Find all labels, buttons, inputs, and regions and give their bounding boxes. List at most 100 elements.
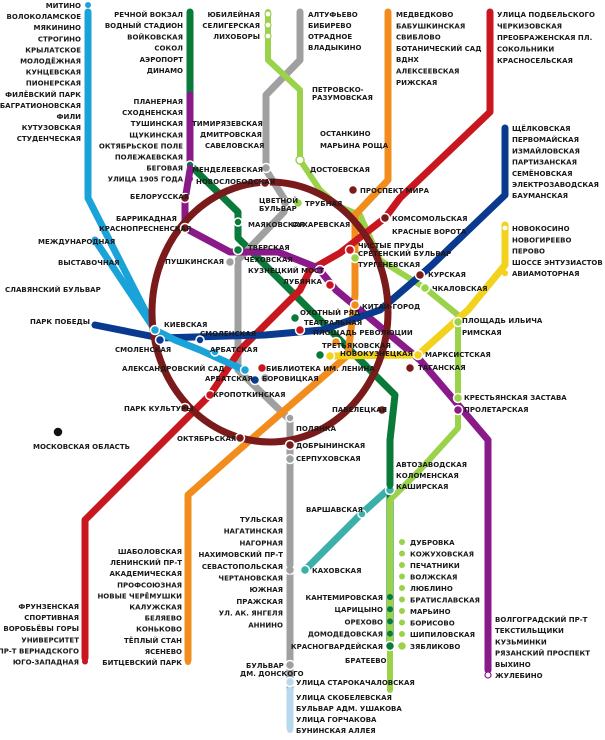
- station-dot[interactable]: [387, 461, 393, 467]
- station-dot[interactable]: [233, 217, 243, 227]
- station-dot[interactable]: [502, 181, 508, 187]
- station-dot[interactable]: [185, 614, 191, 621]
- station-dot[interactable]: [404, 362, 416, 374]
- station-dot[interactable]: [210, 347, 220, 357]
- station-dot[interactable]: [239, 364, 251, 376]
- station-dot[interactable]: [502, 136, 508, 143]
- station-dot[interactable]: [485, 649, 491, 656]
- station-dot[interactable]: [187, 33, 193, 40]
- station-dot[interactable]: [179, 222, 191, 234]
- station-dot[interactable]: [487, 11, 493, 17]
- station-dot[interactable]: [399, 562, 405, 568]
- station-dot[interactable]: [502, 236, 508, 243]
- station-dot[interactable]: [399, 539, 405, 545]
- station-dot[interactable]: [185, 592, 191, 599]
- station-dot[interactable]: [187, 55, 193, 62]
- station-dot[interactable]: [264, 10, 272, 18]
- station-dot[interactable]: [85, 90, 91, 97]
- station-dot[interactable]: [224, 256, 236, 268]
- station-dot[interactable]: [256, 362, 268, 374]
- station-dot[interactable]: [485, 660, 491, 667]
- station-dot[interactable]: [502, 158, 508, 165]
- station-dot[interactable]: [187, 164, 193, 171]
- station-dot[interactable]: [287, 597, 293, 604]
- station-dot[interactable]: [487, 57, 493, 63]
- station-dot[interactable]: [502, 147, 508, 154]
- station-dot[interactable]: [324, 279, 336, 291]
- station-dot[interactable]: [502, 270, 508, 277]
- station-dot[interactable]: [399, 631, 405, 637]
- station-dot[interactable]: [85, 135, 91, 142]
- station-dot[interactable]: [376, 404, 388, 416]
- station-dot[interactable]: [287, 609, 293, 616]
- station-dot[interactable]: [387, 594, 393, 600]
- station-dot[interactable]: [487, 34, 493, 40]
- station-dot[interactable]: [344, 244, 356, 256]
- station-dot[interactable]: [485, 638, 491, 645]
- station-dot[interactable]: [154, 334, 166, 346]
- station-dot[interactable]: [387, 606, 393, 613]
- station-dot[interactable]: [187, 22, 193, 29]
- station-dot[interactable]: [259, 177, 271, 189]
- station-dot[interactable]: [414, 269, 426, 281]
- station-dot[interactable]: [232, 244, 244, 256]
- station-dot[interactable]: [185, 647, 191, 654]
- station-dot[interactable]: [294, 324, 306, 336]
- station-dot[interactable]: [452, 316, 464, 328]
- station-dot[interactable]: [297, 44, 303, 50]
- station-dot[interactable]: [259, 372, 271, 384]
- station-dot[interactable]: [179, 192, 191, 204]
- station-dot[interactable]: [85, 113, 91, 119]
- station-dot[interactable]: [485, 627, 491, 634]
- station-dot[interactable]: [502, 192, 508, 199]
- station-dot[interactable]: [399, 619, 405, 626]
- station-dot[interactable]: [357, 509, 367, 519]
- station-dot[interactable]: [185, 603, 191, 610]
- station-dot[interactable]: [385, 44, 391, 51]
- station-dot[interactable]: [287, 551, 293, 558]
- station-dot[interactable]: [249, 374, 261, 386]
- station-dot[interactable]: [502, 169, 508, 176]
- station-dot[interactable]: [185, 559, 191, 566]
- station-dot[interactable]: [292, 197, 304, 209]
- station-dot[interactable]: [264, 32, 272, 40]
- station-dot[interactable]: [412, 349, 424, 361]
- station-dot[interactable]: [85, 2, 91, 8]
- station-dot[interactable]: [387, 642, 393, 649]
- station-dot[interactable]: [260, 162, 272, 174]
- station-dot[interactable]: [396, 640, 408, 652]
- station-dot[interactable]: [287, 727, 293, 733]
- station-dot[interactable]: [501, 224, 509, 232]
- station-dot[interactable]: [187, 131, 193, 138]
- station-dot[interactable]: [297, 33, 303, 39]
- station-dot[interactable]: [387, 472, 393, 478]
- station-dot[interactable]: [279, 197, 291, 209]
- station-dot[interactable]: [295, 155, 305, 165]
- station-dot[interactable]: [284, 659, 296, 671]
- station-dot[interactable]: [502, 247, 508, 254]
- station-dot[interactable]: [487, 22, 493, 29]
- station-dot[interactable]: [387, 618, 393, 625]
- station-dot[interactable]: [264, 21, 272, 29]
- station-dot[interactable]: [399, 550, 405, 557]
- station-dot[interactable]: [149, 324, 161, 336]
- station-dot[interactable]: [387, 630, 393, 637]
- station-dot[interactable]: [187, 175, 193, 182]
- station-dot[interactable]: [289, 312, 301, 324]
- station-dot[interactable]: [484, 671, 492, 679]
- station-dot[interactable]: [82, 647, 88, 654]
- station-dot[interactable]: [287, 716, 293, 722]
- station-dot[interactable]: [187, 109, 193, 116]
- station-dot[interactable]: [487, 45, 493, 52]
- station-dot[interactable]: [285, 413, 295, 423]
- station-dot[interactable]: [287, 516, 293, 522]
- station-dot[interactable]: [185, 548, 191, 554]
- station-dot[interactable]: [330, 336, 342, 348]
- station-dot[interactable]: [185, 581, 191, 588]
- station-dot[interactable]: [287, 694, 293, 700]
- station-dot[interactable]: [187, 120, 193, 127]
- station-dot[interactable]: [385, 67, 391, 74]
- station-dot[interactable]: [85, 101, 91, 108]
- station-dot[interactable]: [287, 586, 293, 593]
- station-dot[interactable]: [82, 614, 88, 621]
